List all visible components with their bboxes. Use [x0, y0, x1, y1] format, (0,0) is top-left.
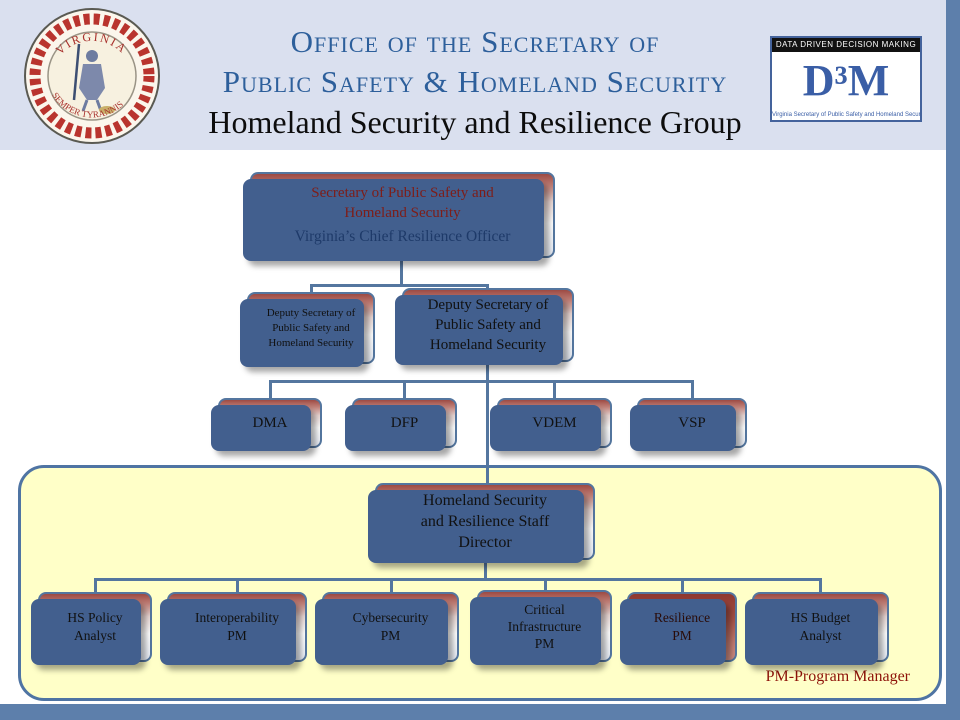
- pm-legend: PM-Program Manager: [765, 668, 910, 685]
- node-deputy-secretary-left: Deputy Secretary of Public Safety and Ho…: [240, 292, 375, 367]
- staff-label: Resilience PM: [653, 610, 711, 643]
- connector-line: [269, 380, 693, 383]
- node-deputy-secretary-right: Deputy Secretary of Public Safety and Ho…: [395, 288, 574, 365]
- node-dma: DMA: [211, 398, 322, 451]
- connector-line: [681, 578, 684, 592]
- virginia-seal-logo: VIRGINIA SEMPER TYRANNIS: [22, 6, 162, 146]
- node-staff-director: Homeland Security and Resilience Staff D…: [368, 483, 595, 563]
- node-secretary: Secretary of Public Safety and Homeland …: [243, 172, 555, 261]
- deputy-left-label: Deputy Secretary of Public Safety and Ho…: [266, 306, 356, 349]
- node-vsp: VSP: [630, 398, 747, 451]
- staff-label: Interoperability PM: [195, 610, 279, 643]
- node-critical-infrastructure-pm: Critical Infrastructure PM: [470, 590, 612, 665]
- staff-label: Cybersecurity PM: [352, 610, 429, 643]
- connector-line: [403, 380, 406, 398]
- d3m-wordmark: D³M: [802, 56, 890, 105]
- secretary-title: Secretary of Public Safety and Homeland …: [311, 185, 494, 221]
- office-title-line2: Public Safety & Homeland Security: [222, 64, 728, 99]
- connector-line: [544, 578, 547, 592]
- connector-line: [390, 578, 393, 592]
- d3m-caption: Virginia Secretary of Public Safety and …: [772, 112, 922, 118]
- node-cybersecurity-pm: Cybersecurity PM: [315, 592, 459, 665]
- connector-line: [486, 362, 489, 483]
- connector-line: [310, 284, 489, 287]
- connector-line: [819, 578, 822, 592]
- connector-line: [236, 578, 239, 592]
- node-resilience-pm: Resilience PM: [620, 592, 737, 665]
- page-title: Homeland Security and Resilience Group: [208, 104, 742, 140]
- connector-line: [95, 578, 821, 581]
- office-title-line1: Office of the Secretary of: [290, 24, 660, 59]
- connector-line: [553, 380, 556, 398]
- agency-label: DFP: [390, 414, 419, 431]
- header: VIRGINIA SEMPER TYRANNIS Office of the S…: [0, 0, 960, 150]
- connector-line: [484, 560, 487, 578]
- node-hs-policy-analyst: HS Policy Analyst: [31, 592, 152, 665]
- director-label: Homeland Security and Resilience Staff D…: [420, 492, 550, 551]
- staff-label: HS Policy Analyst: [67, 610, 123, 643]
- secretary-subtitle: Virginia’s Chief Resilience Officer: [294, 228, 511, 245]
- d3m-tagline: DATA DRIVEN DECISION MAKING: [772, 38, 920, 52]
- staff-label: HS Budget Analyst: [790, 610, 851, 643]
- agency-label: VSP: [678, 414, 706, 431]
- seal-graphic: VIRGINIA SEMPER TYRANNIS: [24, 8, 160, 144]
- connector-line: [94, 578, 97, 592]
- connector-line: [310, 284, 313, 294]
- connector-line: [691, 380, 694, 398]
- deputy-right-label: Deputy Secretary of Public Safety and Ho…: [427, 297, 549, 353]
- agency-label: DMA: [252, 414, 288, 431]
- node-hs-budget-analyst: HS Budget Analyst: [745, 592, 889, 665]
- connector-line: [400, 258, 403, 286]
- right-edge-strip: [946, 0, 960, 720]
- connector-line: [269, 380, 272, 398]
- node-dfp: DFP: [345, 398, 457, 451]
- node-interoperability-pm: Interoperability PM: [160, 592, 307, 665]
- node-vdem: VDEM: [490, 398, 612, 451]
- agency-label: VDEM: [532, 414, 577, 431]
- staff-label: Critical Infrastructure PM: [507, 601, 582, 651]
- header-titles: Office of the Secretary of Public Safety…: [160, 22, 790, 140]
- bottom-edge-strip: [0, 704, 960, 720]
- d3m-logo: DATA DRIVEN DECISION MAKING D³M Virginia…: [770, 36, 922, 122]
